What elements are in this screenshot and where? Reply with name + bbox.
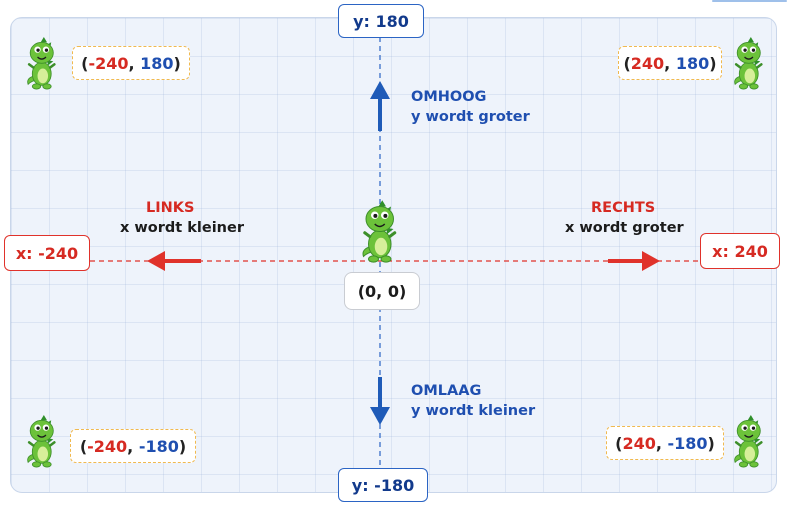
direction-left-label: LINKS x wordt kleiner <box>120 198 244 238</box>
y-min-label: y: -180 <box>338 468 428 502</box>
direction-right-title: RECHTS <box>591 200 656 216</box>
coord-x: -240 <box>88 53 129 73</box>
corner-top-right: (240, 180) <box>618 46 722 80</box>
direction-down-title: OMLAAG <box>411 383 482 399</box>
top-right-tab-decoration <box>712 0 787 2</box>
coord-y: 180 <box>675 53 710 73</box>
direction-down-desc: y wordt kleiner <box>411 403 536 419</box>
coord-y: 180 <box>140 53 174 73</box>
x-min-label: x: -240 <box>4 235 90 271</box>
y-max-label: y: 180 <box>338 4 424 38</box>
direction-up-desc: y wordt groter <box>411 109 530 125</box>
arrow-left-icon <box>147 251 201 271</box>
direction-left-desc: x wordt kleiner <box>120 220 244 236</box>
dinosaur-sprite-icon <box>26 35 56 91</box>
arrow-right-icon <box>608 251 660 271</box>
arrow-down-icon <box>370 377 390 425</box>
x-max-label: x: 240 <box>700 233 780 269</box>
coord-x: 240 <box>630 53 665 73</box>
dinosaur-sprite-icon <box>733 413 763 469</box>
coord-y: -180 <box>667 433 708 453</box>
origin-label: (0, 0) <box>344 272 420 310</box>
direction-up-title: OMHOOG <box>411 89 487 105</box>
corner-bottom-left: (-240, -180) <box>70 429 196 463</box>
direction-right-label: RECHTS x wordt groter <box>565 198 684 238</box>
corner-top-left: (-240, 180) <box>72 46 190 80</box>
direction-left-title: LINKS <box>146 200 195 216</box>
coord-y: -180 <box>138 436 179 456</box>
arrow-up-icon <box>370 81 390 131</box>
stage-area <box>10 17 777 493</box>
dinosaur-sprite-icon <box>733 35 763 91</box>
coord-x: -240 <box>87 436 128 456</box>
direction-down-label: OMLAAG y wordt kleiner <box>411 381 535 421</box>
dinosaur-sprite-icon <box>361 198 397 264</box>
direction-up-label: OMHOOG y wordt groter <box>411 87 530 127</box>
direction-right-desc: x wordt groter <box>565 220 684 236</box>
coord-x: 240 <box>622 433 656 453</box>
dinosaur-sprite-icon <box>26 413 56 469</box>
corner-bottom-right: (240, -180) <box>606 426 724 460</box>
